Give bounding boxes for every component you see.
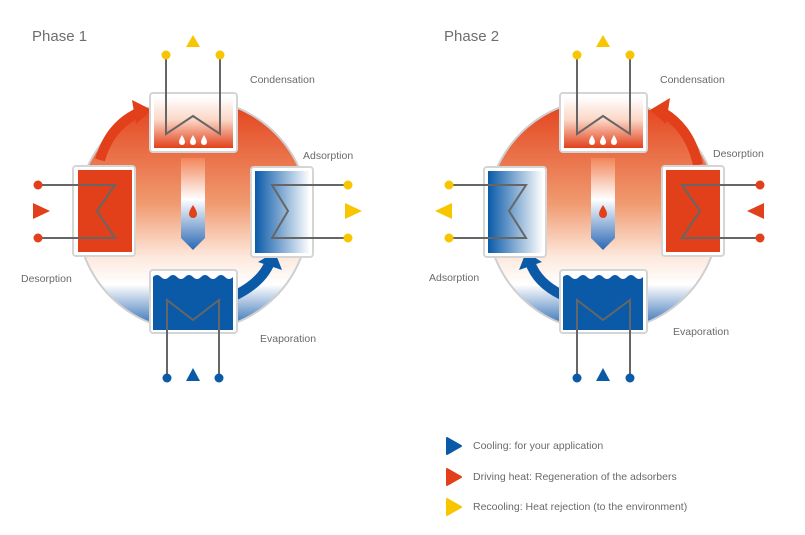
phase-1-drop-icon <box>189 205 197 218</box>
phase-2-title: Phase 2 <box>444 28 500 45</box>
phase-1-recool-out-arrow-icon <box>345 203 362 219</box>
phase-2-label-desorption: Desorption <box>713 148 764 160</box>
blue-triangle-icon <box>446 437 462 455</box>
phase-1-heat-in-arrow-icon <box>33 203 50 219</box>
legend-item-driving-heat: Driving heat: Regeneration of the adsorb… <box>445 467 677 487</box>
phase-2-recool-arrow-icon <box>596 35 610 47</box>
phase-2-drop-icon <box>599 205 607 218</box>
phase-2-condensate-drops-icon <box>589 135 617 145</box>
phase-1-recool-arrow-icon <box>186 35 200 47</box>
phase-1-cooling-arrow-icon <box>186 368 200 381</box>
phase-2-vapor-tube <box>591 158 615 250</box>
phase-1-label-adsorption: Adsorption <box>303 150 354 162</box>
phase-2-recool-out-arrow-icon <box>435 203 452 219</box>
phase-2-label-evaporation: Evaporation <box>673 326 730 338</box>
phase-1-diagram <box>33 35 362 383</box>
red-triangle-icon <box>446 468 462 486</box>
phase-1-label-evaporation: Evaporation <box>260 333 317 345</box>
legend-text-cooling: Cooling: for your application <box>473 440 604 452</box>
legend-item-recooling: Recooling: Heat rejection (to the enviro… <box>445 497 687 517</box>
phase-2-cooling-arrow-icon <box>596 368 610 381</box>
phase-1-label-desorption: Desorption <box>21 273 72 285</box>
phase-1-condensate-drops-icon <box>179 135 207 145</box>
legend-text-recooling: Recooling: Heat rejection (to the enviro… <box>473 501 688 513</box>
phase-2-diagram <box>435 35 765 383</box>
phase-1-label-condensation: Condensation <box>250 74 315 86</box>
phase-1-vapor-tube <box>181 158 205 250</box>
phase-2-label-adsorption: Adsorption <box>429 272 480 284</box>
yellow-triangle-icon <box>446 498 462 516</box>
legend-text-driving-heat: Driving heat: Regeneration of the adsorb… <box>473 471 677 483</box>
legend-item-cooling: Cooling: for your application <box>445 436 603 456</box>
phase-1-title: Phase 1 <box>32 28 88 45</box>
phase-2-label-condensation: Condensation <box>660 74 725 86</box>
phase-2-heat-in-arrow-icon <box>747 203 764 219</box>
